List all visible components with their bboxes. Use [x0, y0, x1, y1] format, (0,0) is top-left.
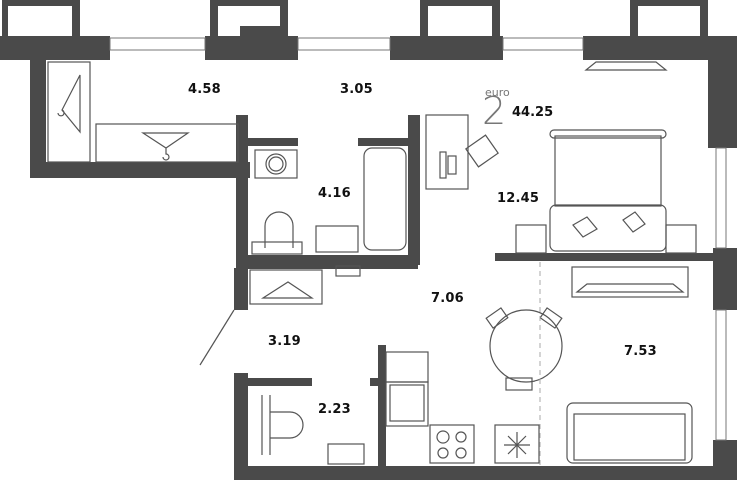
- total-area: 44.25: [512, 105, 554, 120]
- room-area-entrance-hall: 3.19: [268, 334, 301, 349]
- room-area-bathroom: 4.16: [318, 186, 351, 201]
- furniture: [47, 61, 697, 465]
- windows: [109, 37, 727, 441]
- room-area-corridor: 3.05: [340, 82, 373, 97]
- room-area-bedroom: 12.45: [497, 191, 540, 206]
- room-area-living-room: 7.53: [624, 344, 657, 359]
- rooms-count: 2: [482, 89, 507, 133]
- room-area-hallway-top: 4.58: [188, 82, 221, 97]
- room-area-wc: 2.23: [318, 402, 351, 417]
- plan-class-label: euro: [485, 86, 510, 99]
- room-area-kitchen-dining: 7.06: [431, 291, 464, 306]
